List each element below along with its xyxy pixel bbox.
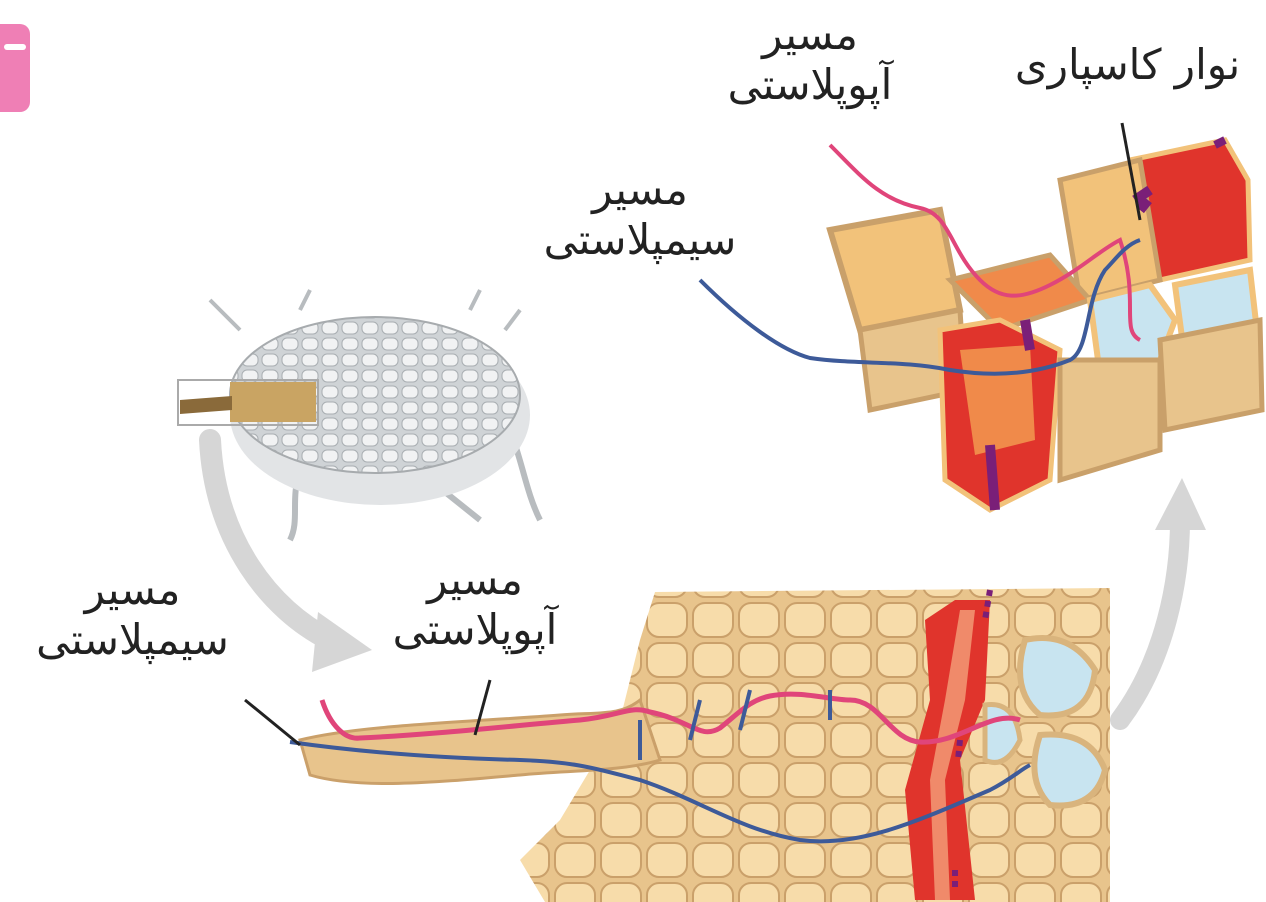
top-symplast-label: مسیر سیمپلاستی bbox=[520, 165, 760, 265]
bottom-apoplast-label-line1: مسیر bbox=[365, 555, 585, 605]
top-apoplast-label: مسیر آپوپلاستی bbox=[700, 10, 920, 110]
bottom-symplast-label: مسیر سیمپلاستی bbox=[10, 565, 255, 665]
bottom-symplast-label-line2: سیمپلاستی bbox=[10, 615, 255, 665]
top-symplast-label-line2: سیمپلاستی bbox=[520, 215, 760, 265]
root-cross-section bbox=[178, 290, 540, 540]
casparian-strip-label: نوار کاسپاری bbox=[995, 40, 1260, 90]
top-apoplast-label-line2: آپوپلاستی bbox=[700, 60, 920, 110]
bottom-apoplast-label-line2: آپوپلاستی bbox=[365, 605, 585, 655]
bottom-symplast-label-line1: مسیر bbox=[10, 565, 255, 615]
bottom-apoplast-label: مسیر آپوپلاستی bbox=[365, 555, 585, 655]
flow-arrow-up-icon bbox=[1120, 478, 1206, 720]
top-apoplast-label-line1: مسیر bbox=[700, 10, 920, 60]
top-symplast-label-line1: مسیر bbox=[520, 165, 760, 215]
endodermis-3d-block bbox=[700, 123, 1262, 510]
